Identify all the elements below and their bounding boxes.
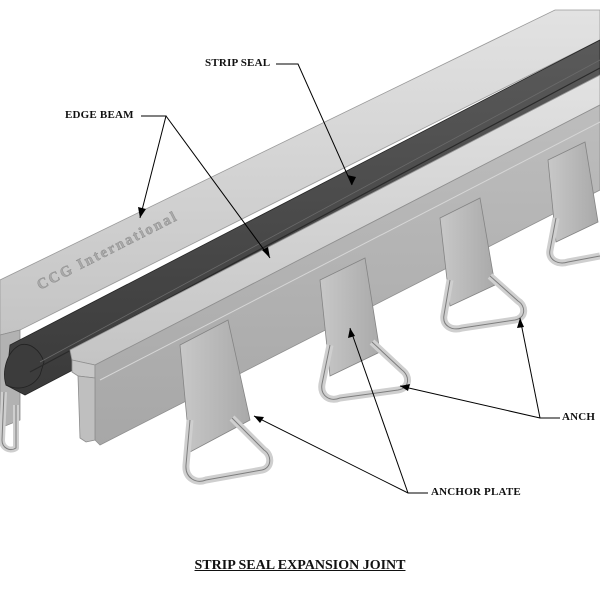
leader-anchor-loop-a — [399, 385, 560, 419]
anchor-assembly-2 — [318, 257, 411, 403]
anchor-assembly-1 — [179, 319, 274, 485]
label-anchor-loop: ANCH — [562, 411, 596, 423]
label-anchor-plate: ANCHOR PLATE — [431, 486, 521, 498]
leader-arrowheads — [138, 175, 524, 423]
anchor-assembly-rear — [0, 391, 19, 453]
diagram-caption: STRIP SEAL EXPANSION JOINT — [0, 558, 600, 574]
label-edge-beam: EDGE BEAM — [65, 109, 134, 121]
leader-anchor-loop-b — [519, 317, 541, 419]
leader-lines — [139, 63, 560, 494]
anchor-assembly-3 — [439, 197, 528, 333]
leader-strip-seal — [276, 63, 353, 186]
label-strip-seal: STRIP SEAL — [205, 57, 271, 69]
caption-text: STRIP SEAL EXPANSION JOINT — [194, 558, 406, 573]
leader-anchor-plate-a — [253, 415, 428, 494]
leader-anchor-plate-b — [349, 327, 409, 494]
leader-edge-beam-b — [165, 115, 271, 259]
anchor-assembly-4 — [546, 141, 600, 267]
